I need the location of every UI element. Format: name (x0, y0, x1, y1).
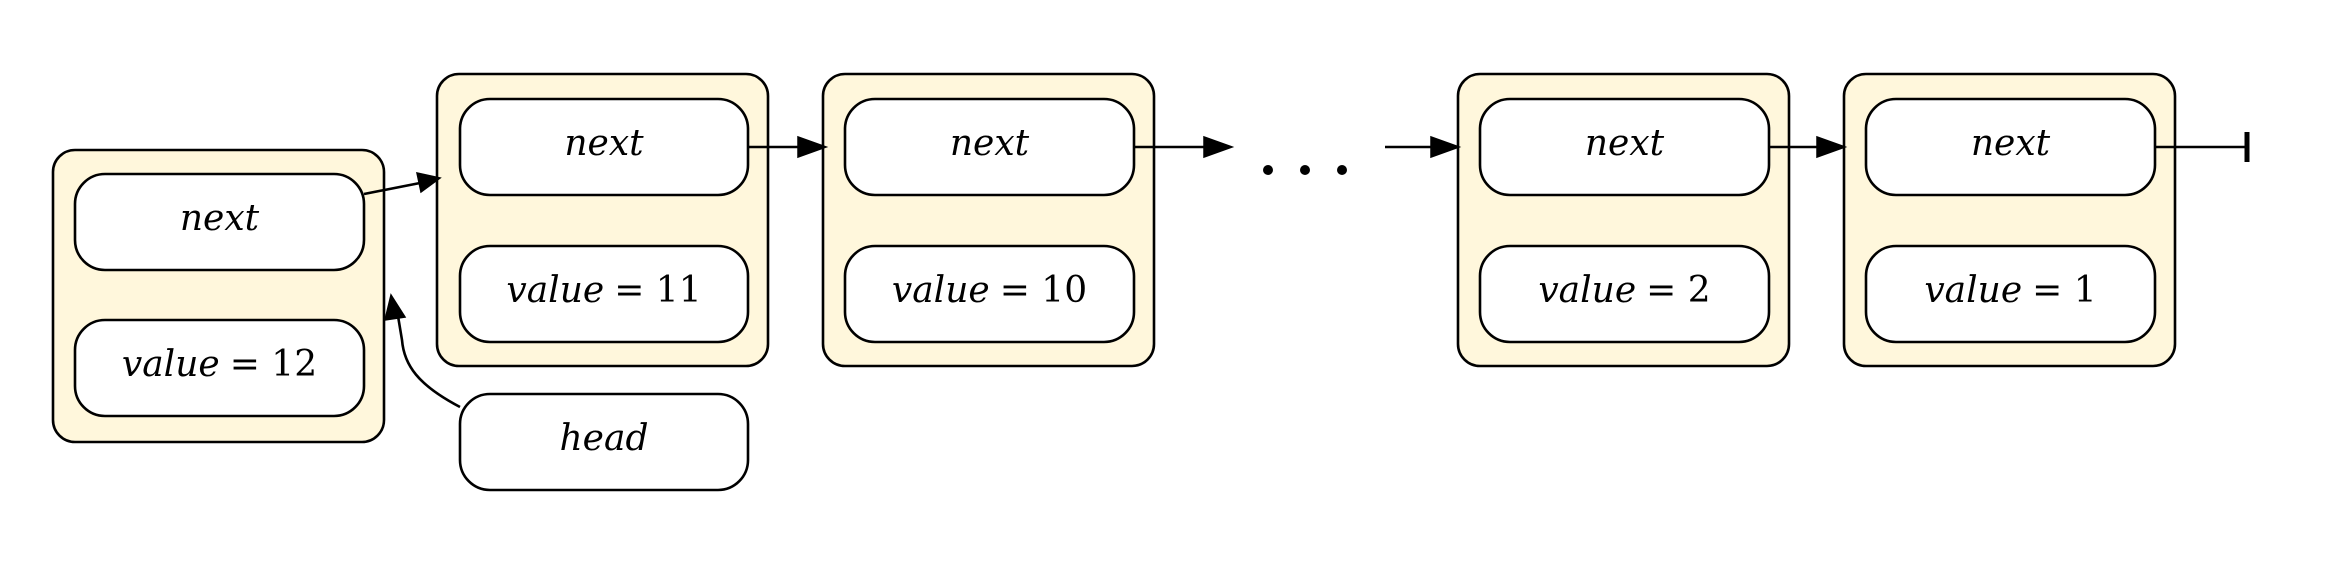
value-eq-label: = 11 (614, 270, 701, 311)
value-field (1864, 244, 2157, 344)
value-eq-label: = 1 (2032, 270, 2097, 311)
value-eq-label: = 12 (230, 344, 317, 385)
value-field (843, 244, 1136, 344)
next-field (73, 172, 366, 272)
edge-head-to-node12 (384, 293, 461, 409)
value-field-label: value= 2 (1538, 270, 1710, 311)
head-pointer: head (458, 392, 750, 492)
value-field-label: value= 1 (1924, 270, 2096, 311)
arrowhead-icon (416, 172, 442, 194)
edge-node10-to-ellipsis (1134, 135, 1235, 159)
edge-node2-to-node1 (1769, 135, 1848, 159)
value-var-label: value (122, 344, 220, 385)
arrowhead-icon (797, 135, 829, 159)
value-var-label: value (506, 270, 604, 311)
value-field (73, 318, 366, 418)
next-field-label: next (564, 123, 644, 164)
value-field-label: value= 11 (506, 270, 701, 311)
edge-node12-to-node11 (363, 172, 442, 196)
edge-ellipsis-to-node2 (1385, 135, 1462, 159)
edge-node1-to-null (2155, 132, 2250, 162)
value-var-label: value (1538, 270, 1636, 311)
edge-node11-to-node10 (748, 135, 829, 159)
value-field (1478, 244, 1771, 344)
list-node-11: next value= 11 (435, 72, 770, 368)
value-var-label: value (1924, 270, 2022, 311)
arrowhead-icon (1816, 135, 1848, 159)
head-box (458, 392, 750, 492)
head-label: head (560, 418, 649, 459)
value-field (458, 244, 750, 344)
next-field-label: next (950, 123, 1030, 164)
next-field-label: next (1971, 123, 2051, 164)
value-eq-label: = 2 (1646, 270, 1711, 311)
list-node-1: next value= 1 (1842, 72, 2177, 368)
value-field-label: value= 12 (122, 344, 317, 385)
list-node-10: next value= 10 (821, 72, 1156, 368)
arrowhead-icon (1430, 135, 1462, 159)
value-eq-label: = 10 (1000, 270, 1087, 311)
next-field-label: next (180, 198, 260, 239)
list-node-2: next value= 2 (1456, 72, 1791, 368)
next-field-label: next (1585, 123, 1665, 164)
ellipsis-icon (1263, 165, 1347, 175)
value-var-label: value (892, 270, 990, 311)
list-node-12: next value= 12 (51, 148, 386, 444)
arrowhead-icon (384, 293, 407, 321)
value-field-label: value= 10 (892, 270, 1087, 311)
arrowhead-icon (1203, 135, 1235, 159)
